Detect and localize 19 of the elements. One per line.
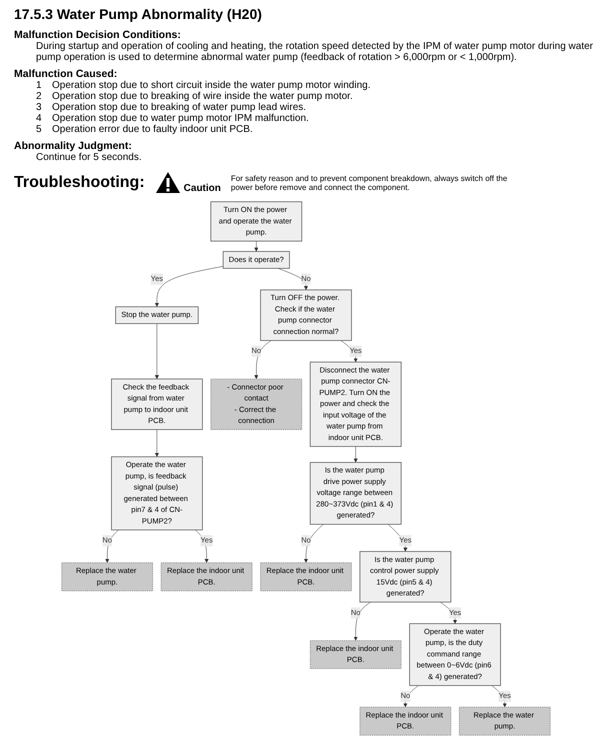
paragraph: Continue for 5 seconds. [36,152,143,163]
section-heading: Malfunction Caused: [14,68,118,80]
section-heading: Malfunction Decision Conditions: [14,29,182,41]
caution-note: For safety reason and to prevent component breakdown, always switch off the power before remove and connect the component. [230,174,508,192]
list-item: Operation error due to faulty indoor unit PCB. [52,124,253,135]
troubleshooting-heading: Troubleshooting: [14,174,145,192]
list-number: 1 [36,80,43,91]
list-item: Operation stop due to short circuit inside the water pump motor winding. [52,80,370,91]
caution-label: Caution [184,183,221,194]
list-number: 5 [36,124,43,135]
list-number: 2 [36,91,43,102]
heading: 17.5.3 Water Pump Abnormality (H20) [14,6,263,22]
paragraph: During startup and operation of cooling and heating, the rotation speed detected by the IPM of water pump motor during water pump operation is used to determine abnormal water pump (feedback of rotation > 6,000rpm or < 1,000rpm). [36,41,594,63]
section-heading: Abnormality Judgment: [14,140,133,152]
list-number: 4 [36,113,43,124]
list-item: Operation stop due to water pump motor IPM malfunction. [52,113,309,124]
list-item: Operation stop due to breaking of water pump lead wires. [52,102,306,113]
list-number: 3 [36,102,43,113]
list-item: Operation stop due to breaking of wire inside the water pump motor. [52,91,353,102]
